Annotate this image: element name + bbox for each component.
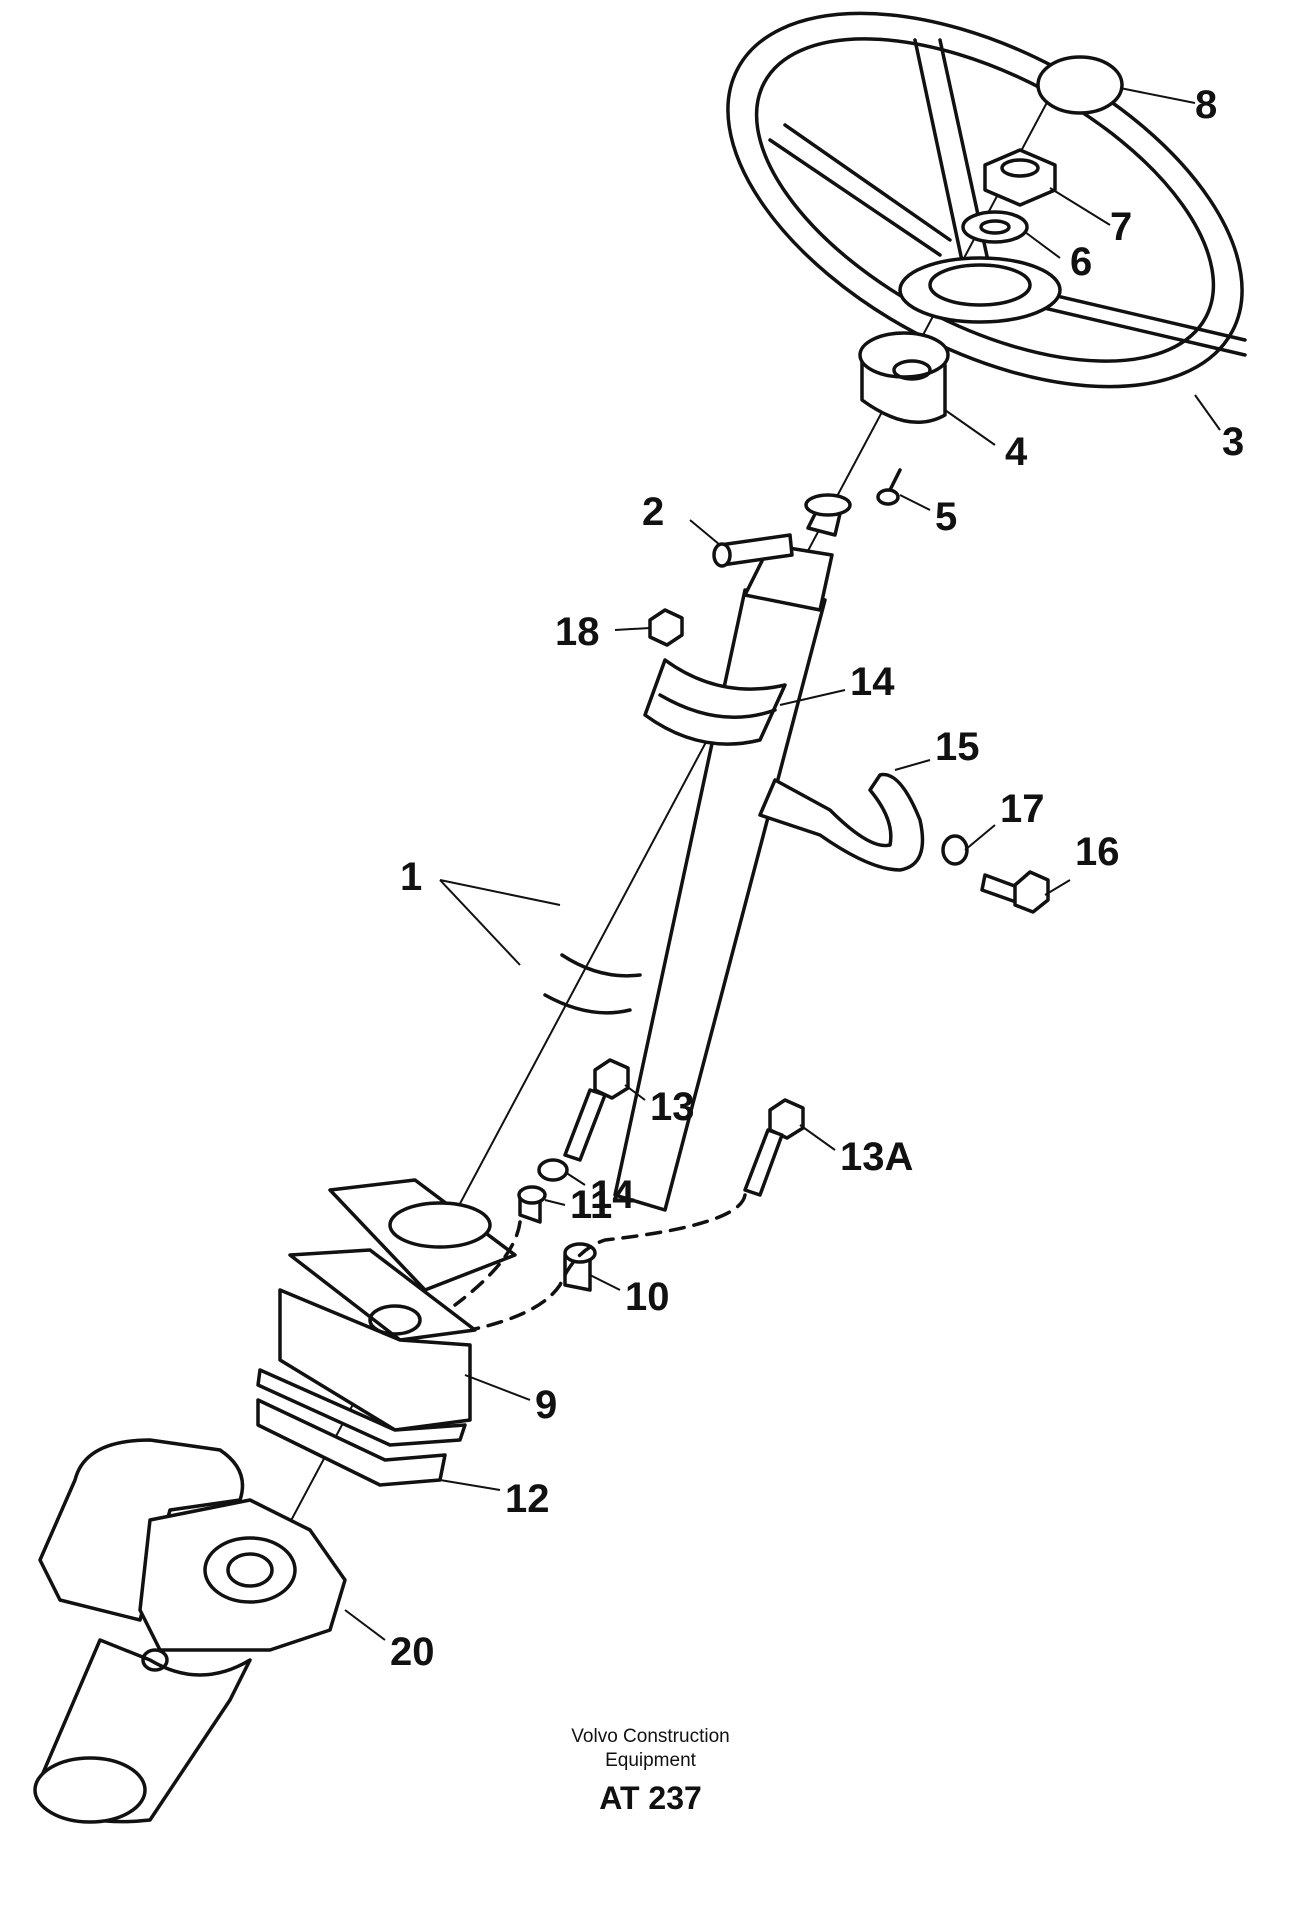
- callout-6: 6: [1070, 240, 1092, 284]
- tube-flange: [328, 1178, 517, 1292]
- screw-5: [876, 468, 902, 506]
- manufacturer-caption: Volvo Construction Equipment: [0, 1725, 1301, 1773]
- callout-15: 14: [850, 660, 895, 704]
- callout-17: 16: [1075, 830, 1120, 874]
- steering-valve-unit: [33, 1438, 347, 1824]
- bolt-13: [563, 1058, 630, 1162]
- leader-lines: [344, 87, 1221, 1641]
- callout-3: 3: [1222, 420, 1244, 464]
- callout-5: 5: [935, 495, 957, 539]
- washer-14: [537, 1158, 569, 1182]
- bolt-13a: [743, 1098, 805, 1197]
- steering-column-tube: [543, 493, 852, 1212]
- callout-16: 15: [935, 725, 980, 769]
- callout-4: 4: [1005, 430, 1028, 474]
- callout-7: 7: [1110, 205, 1132, 249]
- callout-2: 2: [642, 490, 664, 534]
- adapter-block: [256, 1248, 477, 1447]
- manufacturer-line-2: Equipment: [605, 1750, 696, 1771]
- callout-19: 18: [555, 610, 600, 654]
- callout-11: 11: [570, 1183, 612, 1227]
- alignment-dashes: [453, 1193, 747, 1332]
- manufacturer-line-1: Volvo Construction: [571, 1726, 730, 1747]
- callout-13a: 13A: [840, 1135, 913, 1179]
- clamp-16: [758, 772, 925, 872]
- bolt-17: [980, 870, 1050, 914]
- callout-13: 13: [650, 1085, 695, 1129]
- callout-1: 1: [400, 855, 422, 899]
- callout-14: 14: [590, 1173, 635, 1217]
- spacer-11: [517, 1185, 547, 1224]
- hub: [858, 331, 950, 424]
- center-cap: [1036, 55, 1124, 115]
- drawing-code: AT 237: [599, 1780, 702, 1816]
- pin-2: [712, 533, 794, 568]
- callout-20: 20: [390, 1630, 435, 1674]
- steering-wheel-nut: [983, 148, 1057, 207]
- callout-12: 12: [505, 1477, 550, 1521]
- nut-19: [648, 608, 684, 647]
- callout-8: 8: [1195, 83, 1217, 127]
- callout-18: 17: [1000, 787, 1045, 831]
- callout-10: 10: [625, 1275, 670, 1319]
- washer-18: [941, 834, 969, 866]
- washer-6: [961, 210, 1029, 244]
- callout-9: 9: [535, 1383, 557, 1427]
